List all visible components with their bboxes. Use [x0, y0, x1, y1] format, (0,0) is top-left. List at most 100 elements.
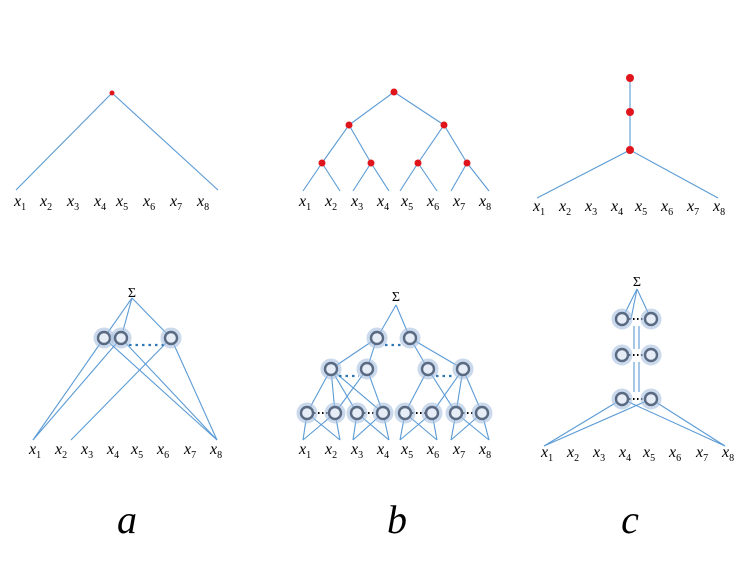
variable-label-a-bottom-x5: x5 [130, 441, 143, 461]
variable-label-b-top-x4: x4 [376, 193, 389, 213]
sum-node-b-halo [421, 402, 443, 424]
variable-subscript: 1 [540, 207, 545, 218]
variable-label-c-top-x1: x1 [532, 198, 545, 218]
variable-label-a-top-x1: x1 [13, 193, 26, 213]
variable-subscript: 6 [434, 450, 439, 461]
sigma-a: Σ [128, 286, 136, 301]
sum-node-b-halo [346, 402, 368, 424]
edge-a-bottom [120, 337, 218, 441]
chain-node-c-top [626, 108, 634, 116]
variable-subscript: 3 [88, 450, 93, 461]
variable-label-b-bottom-x4: x4 [376, 441, 389, 461]
nodes-layer [93, 74, 662, 424]
variable-subscript: 1 [36, 450, 41, 461]
variable-subscript: 7 [694, 207, 699, 218]
variable-subscript: 6 [668, 207, 673, 218]
variable-label-c-bottom-x2: x2 [566, 444, 579, 464]
variable-label-a-bottom-x2: x2 [54, 441, 67, 461]
variable-label-a-bottom-x7: x7 [183, 441, 196, 461]
variable-label-c-top-x4: x4 [610, 198, 623, 218]
variable-subscript: 8 [204, 202, 209, 213]
sum-node-a-halo [110, 327, 132, 349]
sum-node-c [614, 347, 630, 363]
variable-subscript: 3 [74, 202, 79, 213]
variable-label-a-bottom-x3: x3 [80, 441, 93, 461]
sum-node-b-halo [324, 402, 346, 424]
sum-node-c [614, 391, 630, 407]
variable-label-a-bottom-x8: x8 [209, 441, 222, 461]
variable-label-c-top-x8: x8 [712, 198, 725, 218]
sum-node-a [113, 330, 129, 346]
edge-c-bottom [650, 398, 726, 447]
edge-a-bottom [32, 337, 105, 441]
chain-node-c-top [626, 146, 634, 154]
internal-node-b-top [414, 159, 422, 167]
variable-label-c-bottom-x6: x6 [668, 444, 681, 464]
variable-label-a-top-x7: x7 [169, 193, 182, 213]
sum-node-a [96, 330, 112, 346]
variable-label-c-bottom-x1: x1 [540, 444, 553, 464]
variable-subscript: 6 [434, 202, 439, 213]
sum-node-b [299, 405, 315, 421]
internal-node-b-top [367, 159, 375, 167]
internal-node-b-top [463, 159, 471, 167]
edge-b-leaf [466, 162, 490, 192]
sum-node-c [614, 311, 630, 327]
edge-a-top-right [111, 92, 219, 191]
edge-a-bottom [70, 337, 172, 441]
variable-subscript: 6 [164, 450, 169, 461]
variable-label-b-top-x2: x2 [324, 193, 337, 213]
sum-node-b [474, 405, 490, 421]
variable-subscript: 4 [618, 207, 623, 218]
variable-label-c-top-x3: x3 [584, 198, 597, 218]
variable-subscript: 1 [548, 453, 553, 464]
variable-label-b-top-x5: x5 [400, 193, 413, 213]
sigma-c: Σ [633, 275, 641, 290]
sum-node-b [402, 330, 418, 346]
variable-label-a-bottom-x1: x1 [28, 441, 41, 461]
sum-node-c [643, 391, 659, 407]
variable-label-b-top-x6: x6 [426, 193, 439, 213]
sum-node-b [349, 405, 365, 421]
variable-subscript: 2 [332, 450, 337, 461]
variable-label-c-top-x5: x5 [634, 198, 647, 218]
sum-node-b-halo [399, 327, 421, 349]
sum-node-c [643, 347, 659, 363]
variable-label-a-bottom-x6: x6 [156, 441, 169, 461]
variable-label-c-bottom-x7: x7 [695, 444, 708, 464]
panel-label-b: b [387, 497, 407, 542]
variable-label-b-top-x3: x3 [350, 193, 363, 213]
edge [417, 124, 445, 164]
sum-node-b [375, 405, 391, 421]
variable-subscript: 7 [191, 450, 196, 461]
root-node-a-top [109, 90, 115, 96]
edge-a-bottom [170, 337, 218, 441]
variable-label-c-top-x6: x6 [660, 198, 673, 218]
variable-subscript: 1 [21, 202, 26, 213]
variable-subscript: 2 [47, 202, 52, 213]
sum-node-b-halo [445, 402, 467, 424]
panel-label-a: a [117, 497, 137, 542]
variable-label-b-bottom-x7: x7 [452, 441, 465, 461]
variable-subscript: 4 [626, 453, 631, 464]
variable-subscript: 3 [600, 453, 605, 464]
variable-subscript: 6 [676, 453, 681, 464]
sum-node-c [643, 311, 659, 327]
sum-node-b-halo [394, 402, 416, 424]
variable-subscript: 2 [332, 202, 337, 213]
variable-label-c-top-x7: x7 [686, 198, 699, 218]
variable-label-a-top-x2: x2 [39, 193, 52, 213]
edge-c-right [629, 149, 719, 199]
edge [321, 124, 350, 164]
sum-node-c-halo [611, 344, 633, 366]
edge-a-top-left [15, 92, 113, 191]
variable-subscript: 5 [650, 453, 655, 464]
variable-subscript: 1 [306, 450, 311, 461]
sum-node-b [327, 405, 343, 421]
sum-node-b-halo [320, 358, 342, 380]
variable-label-b-top-x8: x8 [478, 193, 491, 213]
edge-b-leaf [399, 162, 419, 192]
edge-c-bottom [543, 398, 623, 447]
variable-subscript: 2 [574, 453, 579, 464]
sum-node-b [424, 405, 440, 421]
